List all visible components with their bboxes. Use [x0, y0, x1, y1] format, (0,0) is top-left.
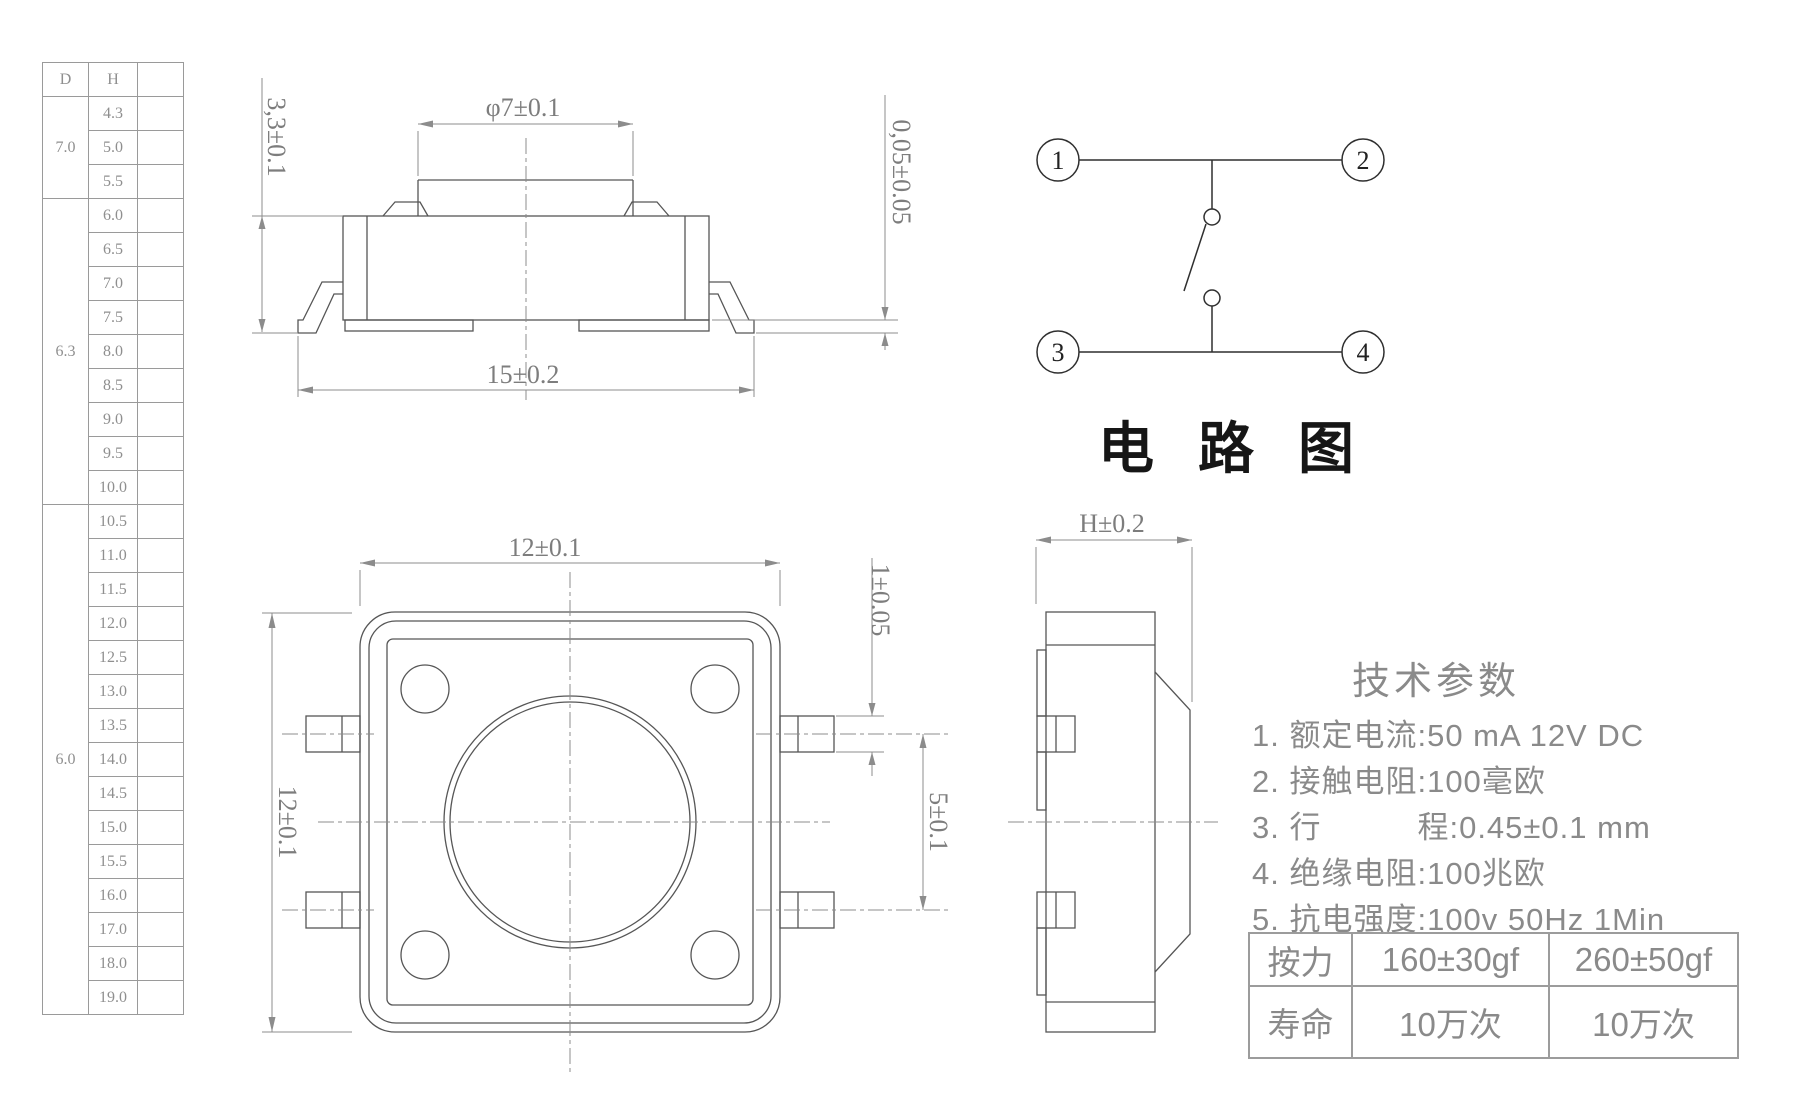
spec-table: 按力 160±30gf 260±50gf 寿命 10万次 10万次 — [1248, 932, 1739, 1059]
terminal-4-label: 4 — [1357, 338, 1370, 367]
spec-row-label: 寿命 — [1248, 985, 1353, 1059]
front-lead-span-dim: 15±0.2 — [487, 360, 560, 389]
dh-h-value: 6.0 — [88, 198, 138, 233]
tech-params-title: 技术参数 — [1352, 661, 1521, 703]
dh-h-value: 14.5 — [88, 776, 138, 811]
front-view: φ7±0.1 3,3±0.1 15±0.2 0,05±0.05 — [252, 78, 916, 400]
dh-empty-cell — [137, 606, 184, 641]
side-height-dim: H±0.2 — [1079, 509, 1145, 538]
dh-empty-cell — [137, 198, 184, 233]
dh-d-value: 6.0 — [42, 504, 89, 1015]
side-view: H±0.2 — [1008, 509, 1218, 1033]
front-body-height-dim: 3,3±0.1 — [262, 97, 291, 176]
dh-empty-cell — [137, 300, 184, 335]
dh-empty-cell — [137, 334, 184, 369]
dh-header: D — [42, 62, 89, 97]
dh-d-value: 6.3 — [42, 198, 89, 505]
dh-empty-cell — [137, 164, 184, 199]
plan-view: 12±0.1 12±0.1 1±0.05 5±0.1 — [262, 533, 953, 1075]
dh-empty-cell — [137, 912, 184, 947]
dh-empty-cell — [137, 504, 184, 539]
dh-empty-cell — [137, 844, 184, 879]
tech-param-item: 3. 行 程:0.45±0.1 mm — [1252, 810, 1651, 845]
dh-empty-cell — [137, 878, 184, 913]
tech-params-block: 技术参数 1. 额定电流:50 mA 12V DC 2. 接触电阻:100毫欧 … — [1252, 650, 1792, 943]
dh-h-value: 11.0 — [88, 538, 138, 573]
dh-empty-cell — [137, 776, 184, 811]
dh-h-value: 8.0 — [88, 334, 138, 369]
dh-empty-cell — [137, 810, 184, 845]
dh-h-value: 7.0 — [88, 266, 138, 301]
terminal-3-label: 3 — [1052, 338, 1065, 367]
dh-h-value: 7.5 — [88, 300, 138, 335]
dh-empty-cell — [137, 130, 184, 165]
dh-h-value: 19.0 — [88, 980, 138, 1015]
spec-cell: 10万次 — [1351, 985, 1550, 1059]
plan-width-dim: 12±0.1 — [509, 533, 582, 562]
dh-empty-cell — [137, 742, 184, 777]
tech-param-item: 2. 接触电阻:100毫欧 — [1252, 764, 1546, 799]
circuit-diagram: 1 2 3 4 — [1036, 138, 1385, 374]
dh-h-value: 4.3 — [88, 96, 138, 131]
terminal-1-label: 1 — [1052, 146, 1065, 175]
circuit-title: 电路图 — [1098, 419, 1398, 481]
spec-row-label: 按力 — [1248, 932, 1353, 987]
plan-lead-width-dim: 1±0.05 — [866, 564, 895, 637]
dh-h-value: 13.0 — [88, 674, 138, 709]
dh-h-value: 11.5 — [88, 572, 138, 607]
plan-height-dim: 12±0.1 — [273, 786, 302, 859]
dh-empty-cell — [137, 232, 184, 267]
dh-h-value: 18.0 — [88, 946, 138, 981]
dh-h-value: 15.0 — [88, 810, 138, 845]
front-cap-diameter-dim: φ7±0.1 — [486, 93, 561, 122]
dh-h-value: 10.5 — [88, 504, 138, 539]
terminal-2-label: 2 — [1357, 146, 1370, 175]
dh-h-value: 9.5 — [88, 436, 138, 471]
plan-lead-pitch-dim: 5±0.1 — [924, 792, 953, 852]
spec-cell: 260±50gf — [1548, 932, 1739, 987]
dh-d-value: 7.0 — [42, 96, 89, 199]
tech-param-item: 4. 绝缘电阻:100兆欧 — [1252, 856, 1546, 891]
tech-param-item: 1. 额定电流:50 mA 12V DC — [1252, 718, 1645, 753]
dh-empty-cell — [137, 436, 184, 471]
dh-h-value: 13.5 — [88, 708, 138, 743]
dh-h-value: 10.0 — [88, 470, 138, 505]
spec-cell: 10万次 — [1548, 985, 1739, 1059]
tech-param-item: 5. 抗电强度:100v 50Hz 1Min — [1252, 902, 1666, 937]
spec-cell: 160±30gf — [1351, 932, 1550, 987]
dh-h-value: 6.5 — [88, 232, 138, 267]
dh-empty-cell — [137, 640, 184, 675]
dh-empty-cell — [137, 402, 184, 437]
front-standoff-dim: 0,05±0.05 — [887, 119, 916, 224]
dh-empty-cell — [137, 980, 184, 1015]
